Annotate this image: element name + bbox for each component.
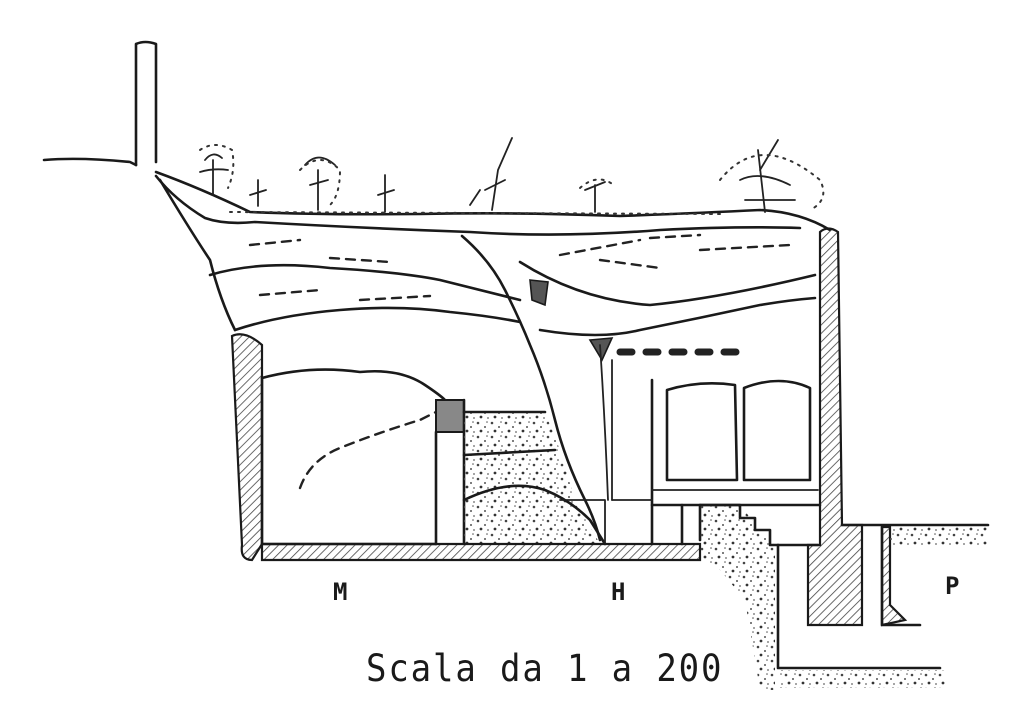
scale-caption: Scala da 1 a 200 bbox=[366, 647, 724, 690]
debris-fill bbox=[462, 410, 607, 546]
foundation-steps bbox=[698, 503, 780, 547]
floor bbox=[260, 542, 702, 562]
room-m bbox=[260, 368, 447, 546]
channel-p bbox=[776, 523, 990, 688]
vegetation bbox=[199, 137, 825, 215]
left-wall bbox=[230, 333, 264, 562]
label-h: H bbox=[611, 578, 626, 606]
central-pier bbox=[434, 398, 466, 546]
surface-pillar bbox=[42, 40, 158, 167]
foundation-fill bbox=[700, 505, 775, 690]
label-m: M bbox=[333, 578, 348, 606]
earth-layers bbox=[208, 233, 817, 542]
label-p: P bbox=[945, 572, 960, 600]
right-wall bbox=[806, 227, 864, 627]
